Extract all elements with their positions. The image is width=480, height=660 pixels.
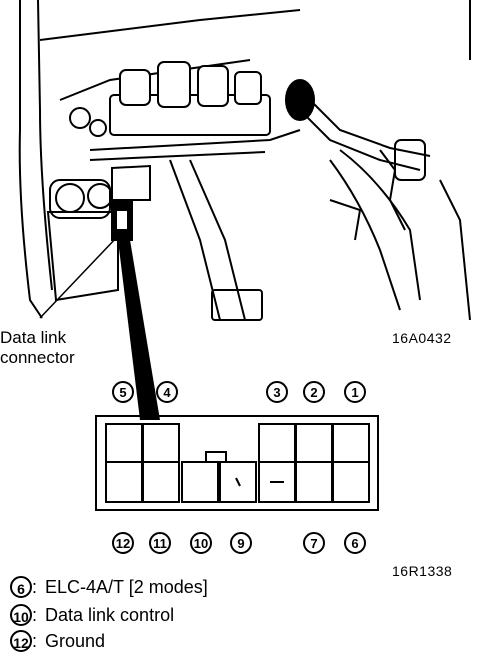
pin-label-bottom: 6 bbox=[344, 532, 366, 554]
legend-number: 6 bbox=[10, 576, 32, 599]
legend-text: Data link control bbox=[45, 604, 175, 625]
legend-item: 10:Data link control bbox=[10, 604, 175, 627]
pin-label-bottom: 11 bbox=[149, 532, 171, 554]
detail-view-pointer bbox=[118, 240, 160, 420]
pin-label-top: 1 bbox=[344, 381, 366, 403]
pin-label-bottom: 12 bbox=[112, 532, 134, 554]
pin-label-bottom: 9 bbox=[230, 532, 252, 554]
legend-text: Ground bbox=[45, 630, 106, 651]
pin-label-top: 4 bbox=[156, 381, 178, 403]
legend-number: 12 bbox=[10, 630, 32, 653]
legend-item: 6:ELC-4A/T [2 modes] bbox=[10, 576, 208, 599]
legend-item: 12:Ground bbox=[10, 630, 106, 653]
under-dash-sketch bbox=[18, 0, 471, 321]
pin-label-bottom: 7 bbox=[303, 532, 325, 554]
pin-label-top: 3 bbox=[266, 381, 288, 403]
connector-detail bbox=[95, 415, 379, 511]
callout-line-2: connector bbox=[0, 348, 75, 367]
pin-label-top: 5 bbox=[112, 381, 134, 403]
figure-code-top: 16A0432 bbox=[392, 330, 452, 346]
pin-label-top: 2 bbox=[303, 381, 325, 403]
pin-label-bottom: 10 bbox=[190, 532, 212, 554]
data-link-connector-label: Data link connector bbox=[0, 328, 75, 368]
figure-code-bottom: 16R1338 bbox=[392, 563, 453, 579]
legend-text: ELC-4A/T [2 modes] bbox=[45, 576, 208, 597]
callout-leader-line bbox=[39, 235, 119, 319]
legend-number: 10 bbox=[10, 604, 32, 627]
callout-line-1: Data link bbox=[0, 328, 67, 347]
